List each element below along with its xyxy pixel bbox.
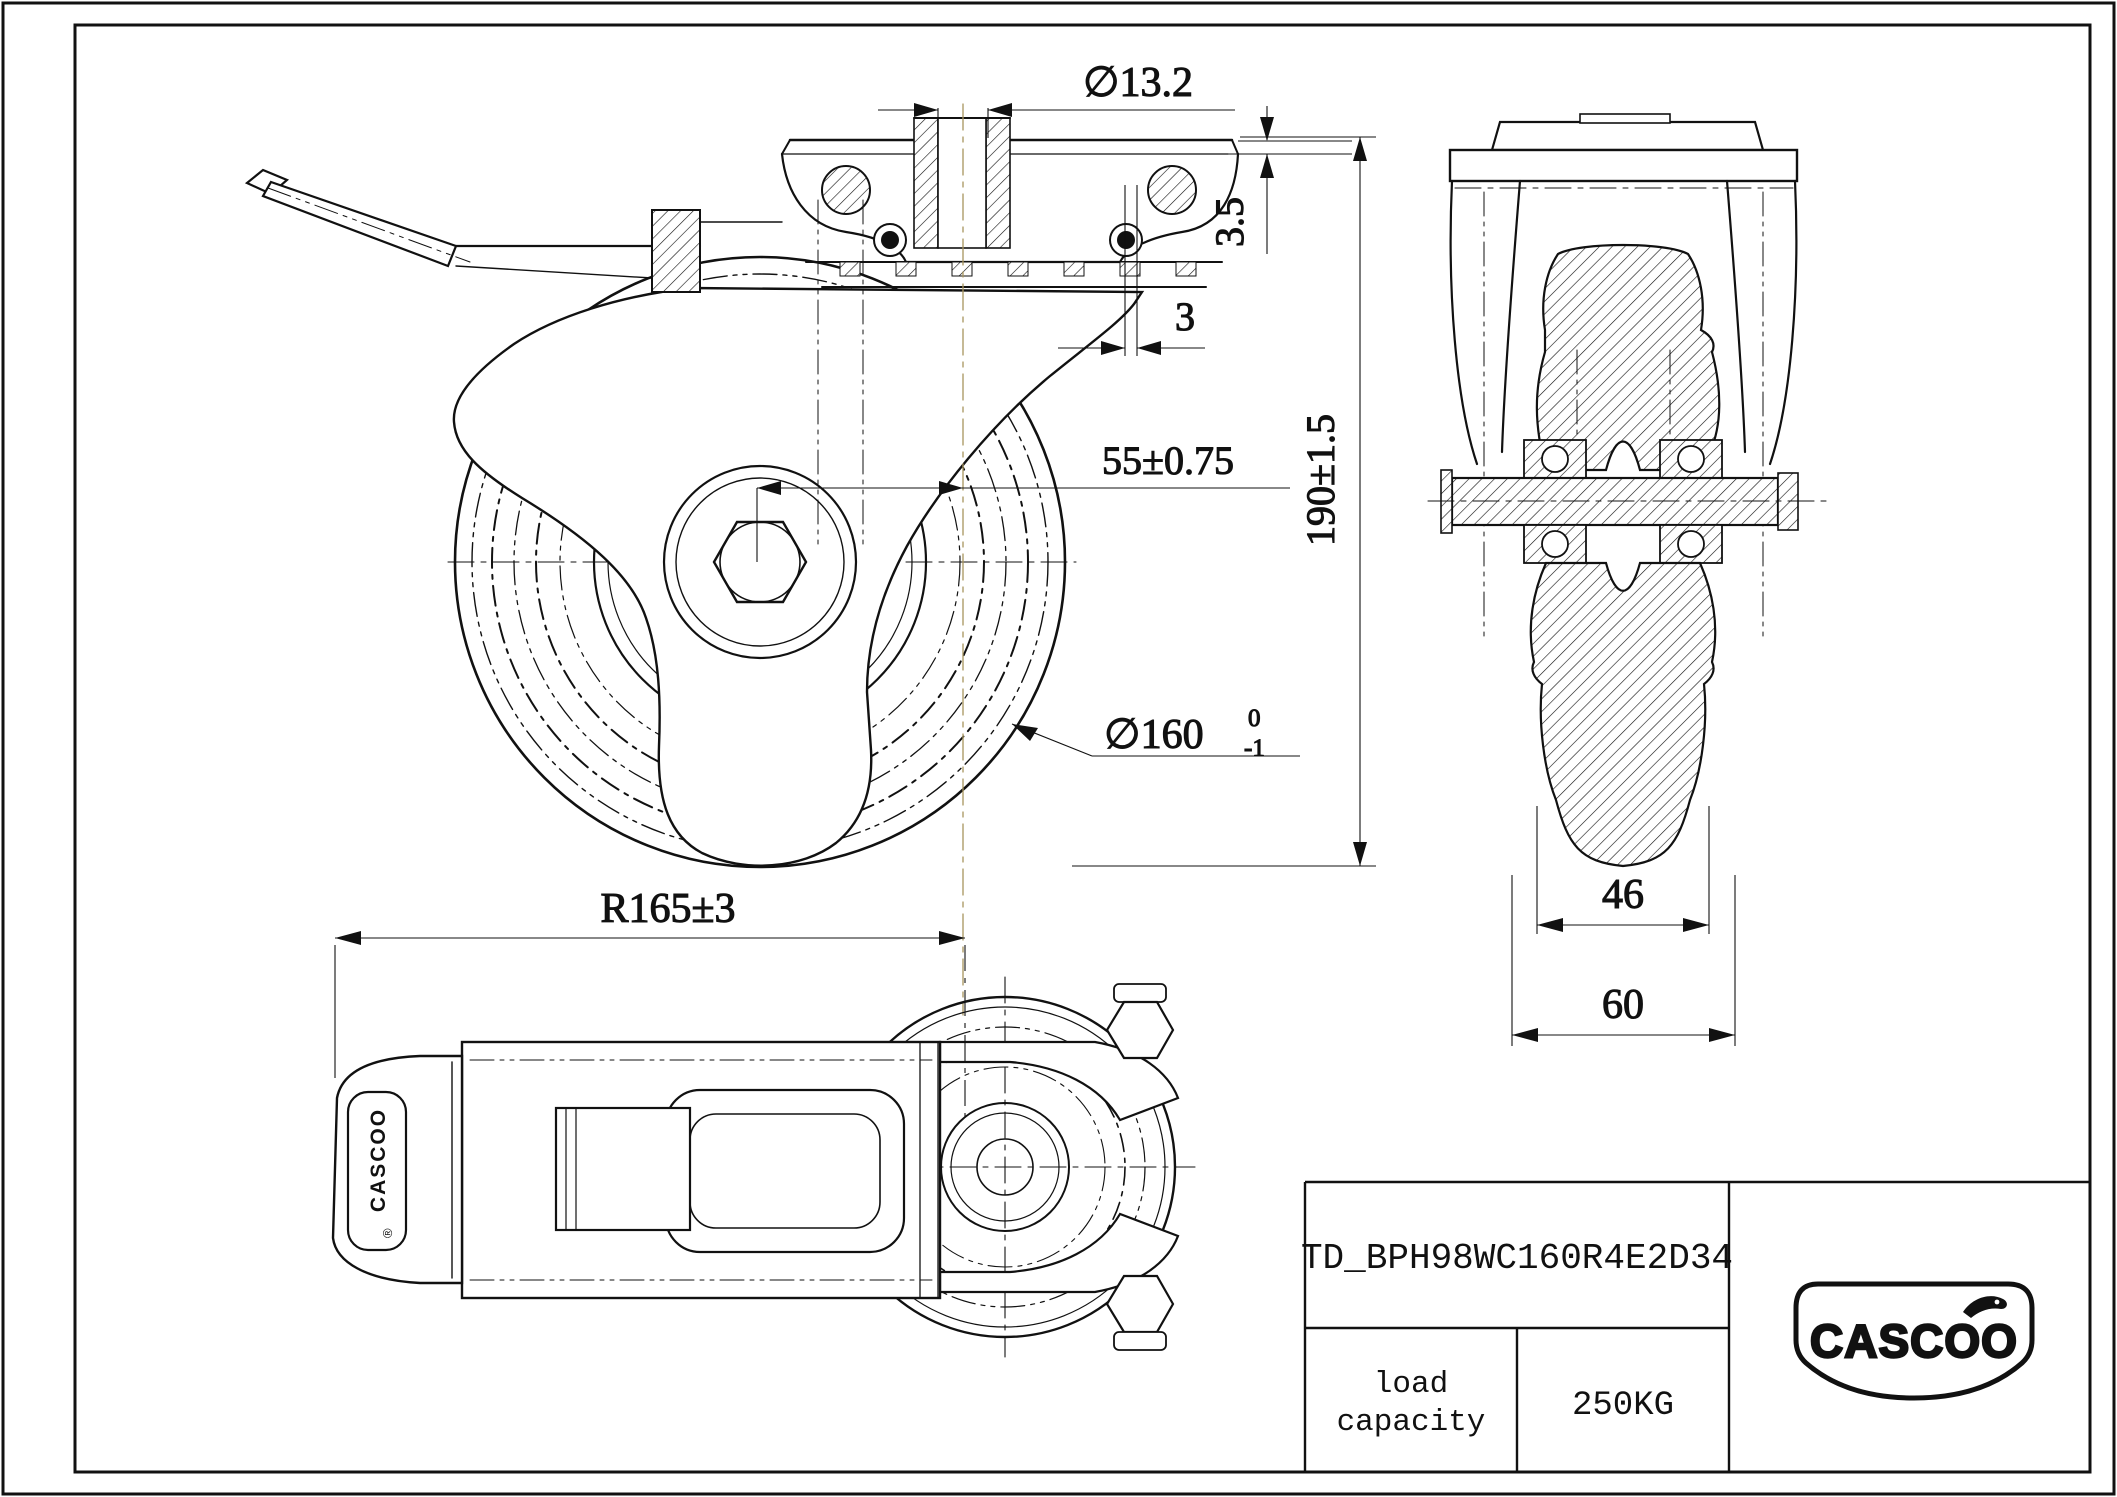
- dim-offset: 55±0.75: [1102, 438, 1234, 483]
- dim-swivel-radius: R165±3: [600, 886, 735, 932]
- pedal-housing: [454, 209, 783, 293]
- dim-lip: 3: [1175, 294, 1195, 339]
- front-view: [1427, 113, 1833, 868]
- pedal-logo-plate: [346, 1090, 408, 1252]
- dim-wheel-dia: ∅160: [1104, 712, 1204, 758]
- bearings-bottom: [1523, 524, 1723, 564]
- brand-logo: CASCOO: [1793, 1281, 2035, 1401]
- pedal-brand-label: CASCOO: [367, 1108, 390, 1212]
- dim-overall-width: 60: [1602, 982, 1644, 1028]
- dim-height: 190±1.5: [1298, 414, 1343, 546]
- mounting-plate: [1448, 148, 1799, 183]
- load-capacity-value: 250KG: [1572, 1387, 1674, 1425]
- axle-nut: [712, 520, 808, 604]
- brand-logo-frame: [1793, 1281, 2035, 1401]
- brake-mechanism: [554, 1088, 906, 1254]
- pedal-registered-mark: ®: [380, 1228, 395, 1238]
- brake-lever: [244, 168, 458, 268]
- load-capacity-label-line2: capacity: [1337, 1405, 1486, 1440]
- wheel-section-bottom: [1529, 561, 1717, 868]
- part-number: TD_BPH98WC160R4E2D34: [1301, 1238, 1733, 1279]
- dim-wheel-dia-tol-lower: -1: [1244, 735, 1265, 762]
- side-view: [244, 103, 1240, 1016]
- top-plate-section: [780, 117, 1240, 288]
- front-view-dimensions: 46 60: [1511, 806, 1736, 1046]
- plan-view: CASCOO ®: [331, 976, 1196, 1358]
- dim-plate-thickness: 3.5: [1207, 197, 1252, 247]
- wheel-section-top: [1535, 243, 1721, 472]
- dim-bolt-hole: ∅13.2: [1083, 60, 1193, 106]
- dim-wheel-dia-tol-upper: 0: [1248, 705, 1261, 732]
- title-block: TD_BPH98WC160R4E2D34 load capacity 250KG…: [1301, 1180, 2090, 1472]
- fork-legs: [1449, 179, 1798, 466]
- load-capacity-label-line1: load: [1374, 1367, 1448, 1402]
- dim-tread-width: 46: [1602, 872, 1644, 918]
- plan-view-dimensions: R165±3: [334, 885, 966, 1120]
- brand-logo-text: CASCOO: [1810, 1315, 2018, 1367]
- wheel-hub: [662, 464, 858, 660]
- axle-bolts-plan: [1105, 983, 1175, 1351]
- side-view-dimensions: ∅13.2 3.5 3 55±0.75 190±1.5 ∅1: [756, 59, 1376, 867]
- top-cap: [1490, 120, 1765, 152]
- bearings-top: [1523, 439, 1723, 479]
